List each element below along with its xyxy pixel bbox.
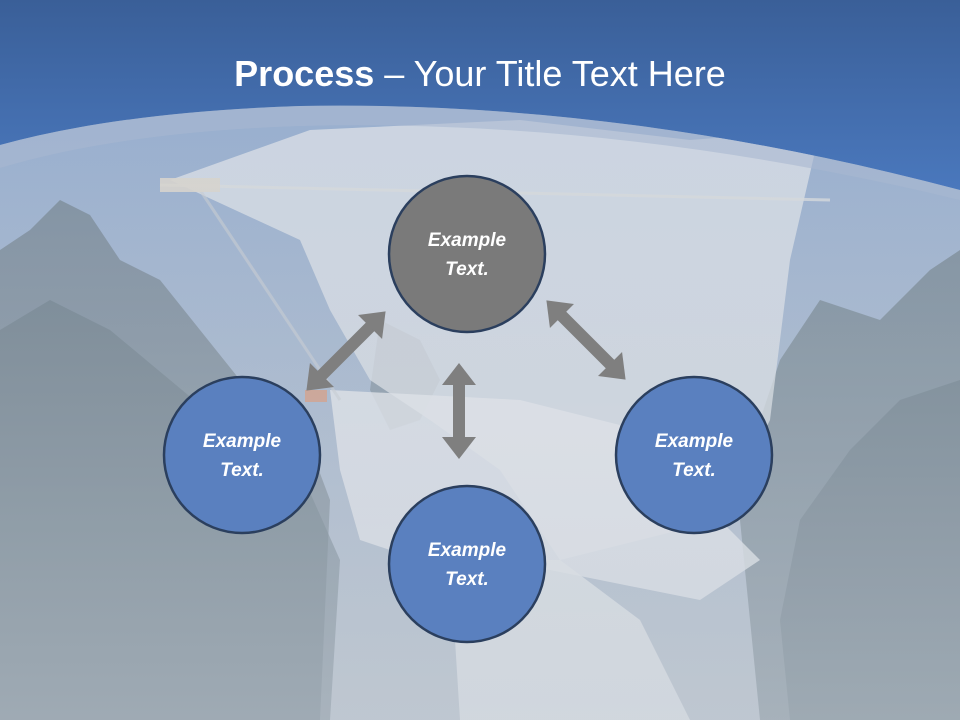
node-label-line2: Text. <box>445 259 489 280</box>
double-arrow-vertical <box>442 363 476 459</box>
arrow-shaft <box>453 381 465 441</box>
arrow-shaft <box>554 308 618 372</box>
node-left[interactable]: Example Text. <box>162 375 322 535</box>
slide-title: Process – Your Title Text Here <box>0 52 960 96</box>
node-label-line2: Text. <box>445 569 489 590</box>
node-top[interactable]: Example Text. <box>387 174 547 334</box>
arrow-shaft <box>314 319 378 383</box>
double-arrow-up-right <box>546 300 626 380</box>
node-circle <box>387 174 547 334</box>
title-bold: Process <box>234 53 375 94</box>
node-label-line2: Text. <box>672 460 716 481</box>
node-circle <box>614 375 774 535</box>
double-arrow-up-left <box>306 311 386 391</box>
node-bottom[interactable]: Example Text. <box>387 484 547 644</box>
node-label-line2: Text. <box>220 460 264 481</box>
node-circle <box>387 484 547 644</box>
node-circle <box>162 375 322 535</box>
arrowhead <box>598 352 626 380</box>
node-label-line1: Example <box>655 431 734 452</box>
arrowhead <box>358 311 386 339</box>
title-rest: – Your Title Text Here <box>374 53 726 94</box>
node-label-line1: Example <box>428 230 507 251</box>
arrowhead <box>306 363 334 391</box>
arrowhead <box>546 300 574 328</box>
arrowhead <box>442 363 476 385</box>
node-label-line1: Example <box>428 540 507 561</box>
node-right[interactable]: Example Text. <box>614 375 774 535</box>
arrowhead <box>442 437 476 459</box>
node-label-line1: Example <box>203 431 282 452</box>
